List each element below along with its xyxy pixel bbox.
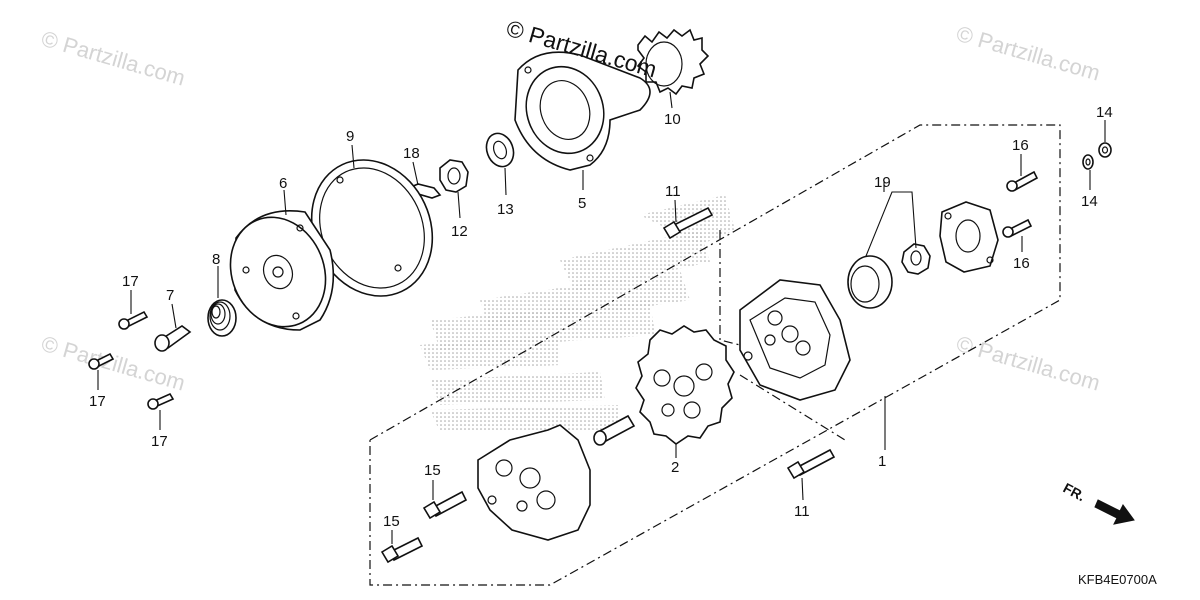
front-direction-marker: FR. [1061, 480, 1135, 525]
part-label-16: 16 [1013, 255, 1030, 272]
sprocket-part-2 [635, 325, 735, 458]
part-label-8: 8 [212, 251, 220, 268]
bolt-part-15 [422, 480, 468, 520]
part-label-13: 13 [497, 201, 514, 218]
washer-part-14 [1098, 120, 1112, 158]
rotor-set-part-19 [847, 182, 931, 309]
part-label-7: 7 [166, 287, 174, 304]
screw-part-17 [118, 290, 149, 330]
part-label-17: 17 [122, 273, 139, 290]
part-labels: 1 2 5 6 7 8 9 10 11 11 12 13 14 14 15 15… [89, 104, 1113, 530]
brand-wing-background [420, 195, 735, 432]
washer-part-14 [1082, 154, 1094, 190]
watermark: © Partzilla.com [39, 26, 188, 91]
screw-part-17 [88, 352, 115, 390]
part-label-14: 14 [1096, 104, 1113, 121]
gear-part-10 [636, 28, 710, 109]
part-label-12: 12 [451, 223, 468, 240]
pump-shaft [593, 414, 636, 446]
bolt-part-11 [786, 448, 836, 501]
assembly-inner-line [719, 230, 741, 346]
part-label-11: 11 [794, 503, 810, 520]
part-label-5: 5 [578, 195, 586, 212]
part-label-15: 15 [383, 513, 400, 530]
part-label-17: 17 [89, 393, 106, 410]
part-label-2: 2 [671, 459, 679, 476]
front-arrow-icon [1094, 499, 1135, 525]
bolt-part-16 [1006, 154, 1039, 192]
pump-housing [477, 424, 591, 541]
assembly-outline [369, 124, 1061, 586]
part-label-10: 10 [664, 111, 681, 128]
part-label-17: 17 [151, 433, 168, 450]
pin-part-7 [154, 303, 192, 352]
washer-part-13 [485, 132, 515, 196]
part-label-9: 9 [346, 128, 354, 145]
spring-part-8 [207, 266, 237, 337]
cover-plate-part-6 [229, 189, 335, 331]
part-label-18: 18 [403, 145, 420, 162]
part-label-15: 15 [424, 462, 441, 479]
pump-body [739, 279, 851, 401]
bolt-part-16 [1002, 218, 1033, 252]
part-label-19: 19 [874, 174, 891, 191]
front-label: FR. [1061, 480, 1088, 505]
part-label-6: 6 [279, 175, 287, 192]
nut-part-12 [439, 159, 469, 219]
watermark: © Partzilla.com [954, 331, 1103, 396]
part-label-14: 14 [1081, 193, 1098, 210]
part-label-1: 1 [878, 453, 886, 470]
assembly-inner-line-lower [739, 374, 846, 441]
pump-cover-part-5 [514, 51, 651, 190]
part-label-16: 16 [1012, 137, 1029, 154]
diagram-code: KFB4E0700A [1078, 572, 1157, 587]
screw-part-17 [147, 392, 175, 430]
bolt-part-15 [380, 530, 424, 564]
watermark: © Partzilla.com [954, 21, 1103, 86]
pump-plate [939, 201, 999, 273]
part-label-11: 11 [665, 183, 681, 200]
bolt-part-11 [662, 199, 714, 240]
